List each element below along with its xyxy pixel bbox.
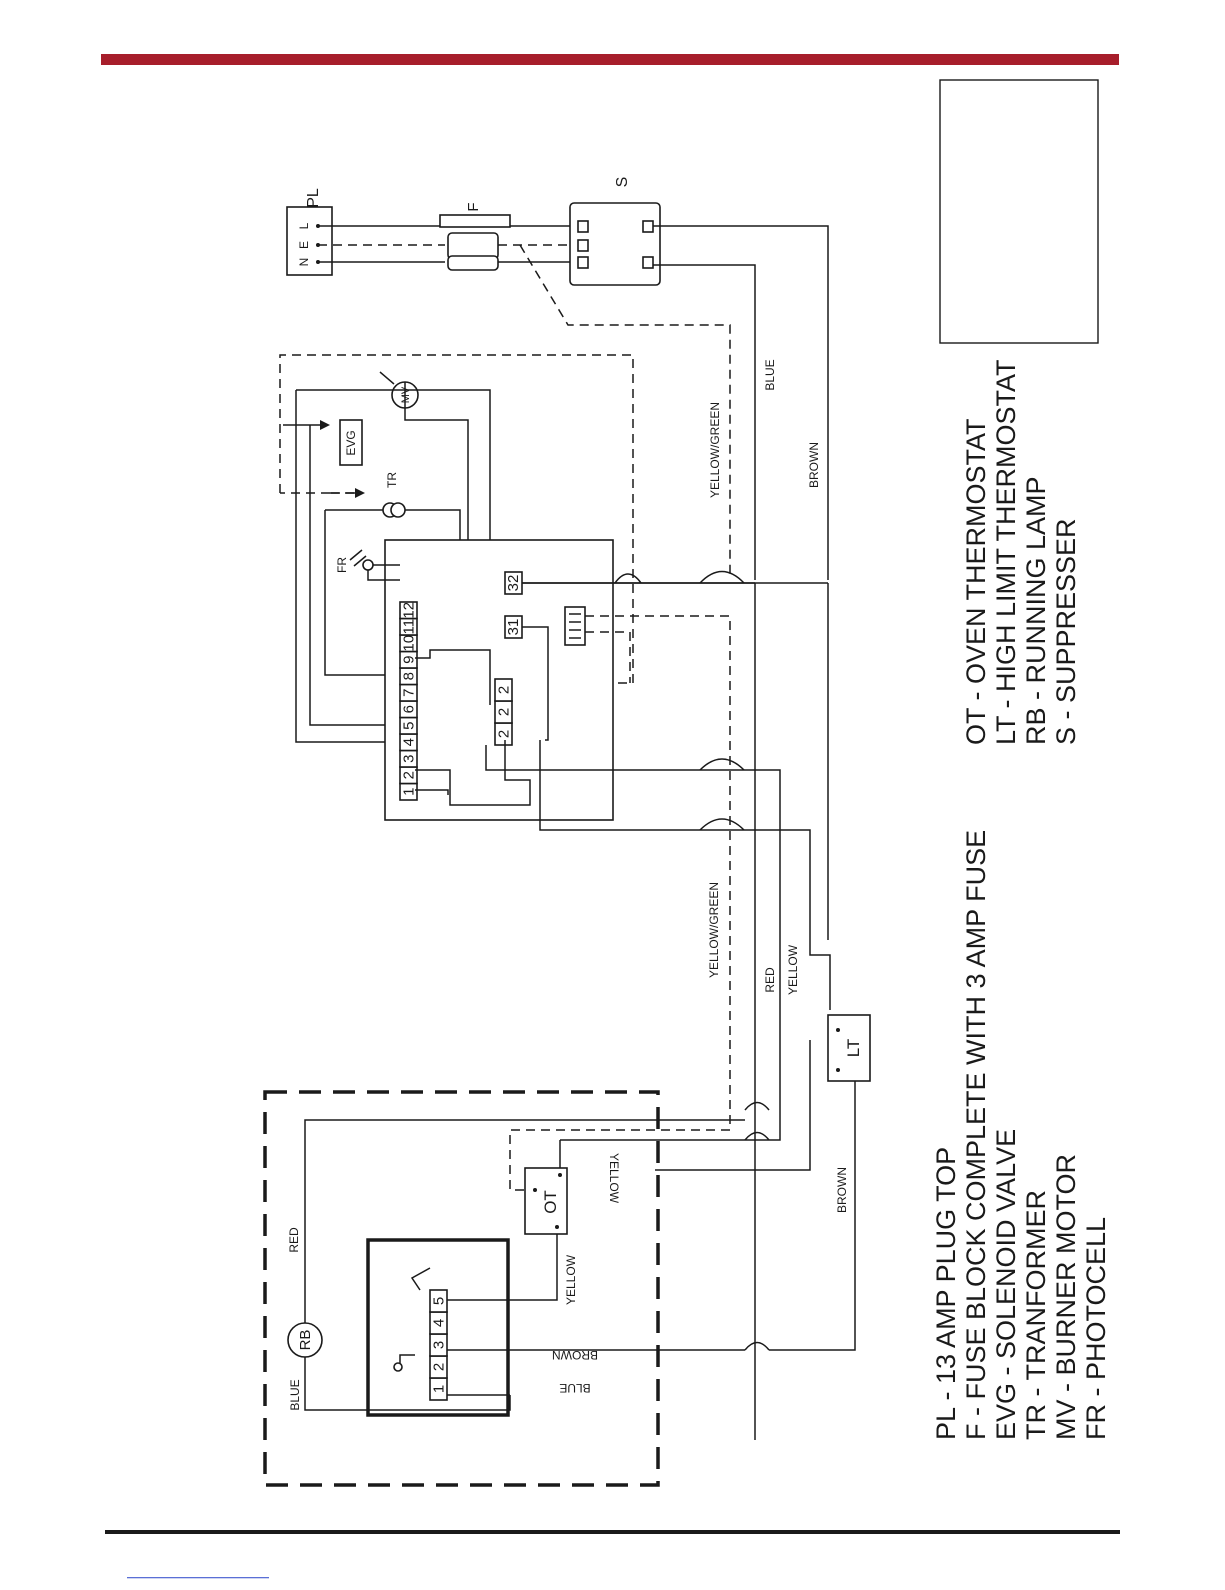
oven-control-enclosure — [263, 1090, 660, 1487]
terminal-label: 9 — [401, 656, 418, 664]
footer-rule — [105, 1530, 1120, 1534]
legend-item-lt: LT - HIGH LIMIT THERMOSTAT — [991, 359, 1021, 745]
wire-label-brown-oven: BROWN — [552, 1348, 598, 1362]
fuse-label: F — [465, 202, 482, 211]
suppresser: S — [569, 177, 661, 286]
wire-label-yellow-ot-upper: YELLOW — [607, 1153, 621, 1204]
pl-l-pin: L — [297, 222, 311, 229]
mv-label: MV — [400, 386, 412, 403]
oven-terminal-label: 2 — [431, 1363, 448, 1371]
terminal-box — [399, 601, 418, 620]
plug-top: PL N E L — [286, 188, 333, 276]
oven-terminal-strip: 1 2 3 4 5 — [429, 1289, 448, 1401]
wire-label-blue: BLUE — [763, 359, 777, 390]
ot-label: OT — [541, 1190, 560, 1214]
title-box — [939, 79, 1099, 344]
suppresser-label: S — [614, 177, 631, 188]
terminal-label: 5 — [401, 722, 418, 730]
relay-terminal-label: 2 — [496, 686, 513, 694]
pl-label: PL — [305, 188, 322, 208]
terminal-31: 31 — [505, 619, 522, 636]
fuse-block: F — [439, 202, 511, 271]
legend-left: PL - 13 AMP PLUG TOP F - FUSE BLOCK COMP… — [931, 830, 1111, 1440]
legend-item-mv: MV - BURNER MOTOR — [1051, 1154, 1081, 1440]
wire-label-yellow-green-top: YELLOW/GREEN — [708, 402, 722, 498]
terminal-label: 8 — [401, 672, 418, 680]
wire-label-yellow-ot-lower: YELLOW — [564, 1254, 578, 1305]
transformer: TR — [330, 472, 406, 518]
solenoid-valve: EVG — [283, 419, 363, 466]
legend-item-evg: EVG - SOLENOID VALVE — [991, 1129, 1021, 1440]
pl-n-pin: N — [297, 258, 311, 267]
legend-item-tr: TR - TRANFORMER — [1021, 1190, 1051, 1440]
footer-link-underline — [127, 1577, 269, 1579]
oven-thermostat: OT — [524, 1167, 568, 1235]
legend-item-s: S - SUPPRESSER — [1051, 518, 1081, 745]
terminal-label: 3 — [401, 755, 418, 763]
lt-label: LT — [844, 1039, 863, 1058]
terminal-label: 10 — [401, 635, 418, 652]
wire-label-red-lower: RED — [287, 1227, 301, 1253]
terminal-32: 32 — [505, 575, 522, 592]
header-accent-bar — [101, 54, 1119, 65]
terminal-label: 7 — [401, 689, 418, 697]
wire-label-yellow-mid: YELLOW — [786, 944, 800, 995]
wire-label-brown-top: BROWN — [807, 442, 821, 488]
oven-terminal-label: 3 — [431, 1341, 448, 1349]
legend-item-ot: OT - OVEN THERMOSTAT — [961, 418, 991, 745]
pl-e-pin: E — [297, 241, 311, 249]
relay-block: 2 2 2 — [494, 678, 513, 746]
terminal-label: 4 — [401, 738, 418, 746]
relay-terminal-box — [494, 678, 513, 702]
terminal-label: 6 — [401, 705, 418, 713]
terminal-label: 2 — [401, 771, 418, 779]
oven-terminal-box — [429, 1289, 448, 1313]
relay-terminal-label: 2 — [496, 708, 513, 716]
high-limit-thermostat: LT — [827, 1014, 871, 1082]
evg-label: EVG — [344, 430, 358, 455]
oven-switch-box — [366, 1238, 510, 1417]
fr-label: FR — [335, 557, 349, 573]
oven-terminal-label: 1 — [431, 1385, 448, 1393]
rb-label: RB — [297, 1330, 314, 1351]
legend-item-fr: FR - PHOTOCELL — [1081, 1217, 1111, 1440]
wire-label-red-mid: RED — [763, 967, 777, 993]
legend-item-pl: PL - 13 AMP PLUG TOP — [931, 1147, 961, 1440]
terminal-label: 1 — [401, 788, 418, 796]
legend-item-f: F - FUSE BLOCK COMPLETE WITH 3 AMP FUSE — [961, 830, 991, 1440]
legend-right: OT - OVEN THERMOSTAT LT - HIGH LIMIT THE… — [961, 359, 1081, 745]
legend-item-rb: RB - RUNNING LAMP — [1021, 476, 1051, 745]
tr-label: TR — [385, 472, 399, 488]
terminal-label: 12 — [401, 602, 418, 619]
oven-terminal-label: 4 — [431, 1319, 448, 1327]
terminal-label: 11 — [401, 619, 418, 635]
wire-label-brown-lower: BROWN — [835, 1167, 849, 1213]
relay-terminal-label: 2 — [496, 730, 513, 738]
wire-label-blue-lower: BLUE — [288, 1379, 302, 1410]
running-lamp: RB — [287, 1322, 323, 1358]
wire-label-blue-oven: BLUE — [559, 1381, 590, 1395]
oven-terminal-label: 5 — [431, 1297, 448, 1305]
wire-label-yellow-green-mid: YELLOW/GREEN — [707, 882, 721, 978]
